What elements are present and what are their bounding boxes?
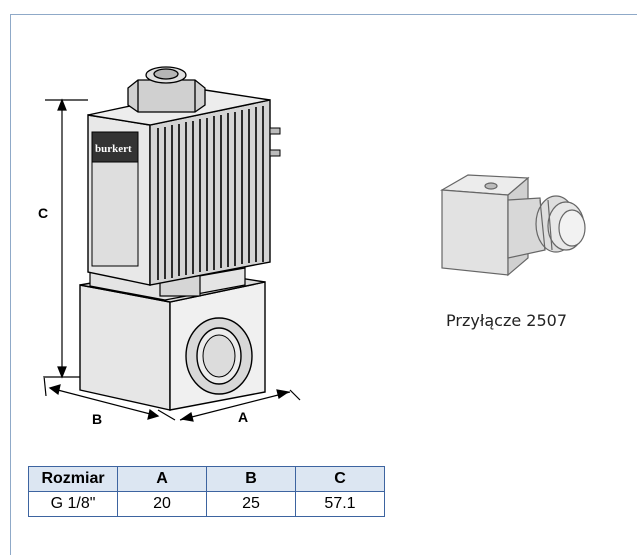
table-header-cell: B [206,466,296,492]
dimension-a [179,389,301,422]
dim-b-label: B [92,411,102,427]
table-header-cell: C [295,466,385,492]
table-cell: 20 [117,491,207,517]
top-nut [127,66,206,113]
dim-a-label: A [238,409,248,425]
table-header-row: Rozmiar A B C [28,466,385,492]
connector-caption: Przyłącze 2507 [446,311,568,330]
table-cell: G 1/8" [28,491,118,517]
table-header-cell: A [117,466,207,492]
brand-logo: burkert [95,143,132,155]
table-cell: 57.1 [295,491,385,517]
coil-housing [87,89,281,286]
table-row: G 1/8" 20 25 57.1 [28,491,385,517]
table-header-cell: Rozmiar [28,466,118,492]
table-cell: 25 [206,491,296,517]
dimension-b [43,375,176,421]
connector-2507-image [440,174,586,277]
valve-drawing: C B A [38,66,586,427]
figure-frame [10,14,637,555]
dimension-c [45,98,88,379]
valve-body [79,267,266,411]
dim-c-label: C [38,205,48,221]
dimensions-table: Rozmiar A B C G 1/8" 20 25 57.1 [28,466,385,517]
